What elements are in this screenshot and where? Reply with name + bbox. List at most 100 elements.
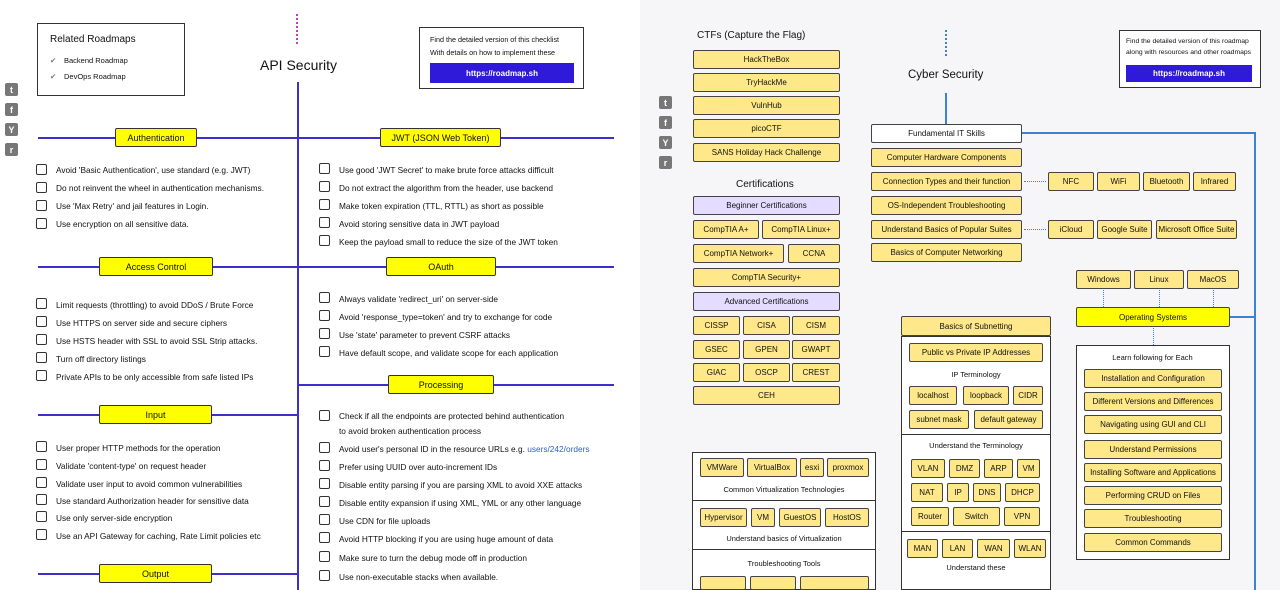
checkbox[interactable] <box>319 410 330 421</box>
checkbox[interactable] <box>36 370 47 381</box>
checkbox[interactable] <box>319 478 330 489</box>
os-learn-item[interactable]: Different Versions and Differences <box>1084 392 1222 411</box>
suite-item[interactable]: iCloud <box>1048 220 1094 239</box>
cert-item[interactable]: CompTIA Security+ <box>693 268 840 287</box>
ctf-item[interactable]: picoCTF <box>693 119 840 138</box>
network-term[interactable]: IP <box>947 483 969 502</box>
cert-item[interactable]: GPEN <box>743 340 790 359</box>
ip-term[interactable]: localhost <box>909 386 957 405</box>
connection-type[interactable]: Bluetooth <box>1143 172 1190 191</box>
os-type[interactable]: MacOS <box>1187 270 1239 289</box>
checkbox[interactable] <box>36 334 47 345</box>
checkbox[interactable] <box>319 532 330 543</box>
checkbox[interactable] <box>319 163 330 174</box>
example-url-link[interactable]: users/242/orders <box>527 444 590 454</box>
authentication-header[interactable]: Authentication <box>115 128 197 147</box>
virt-tech[interactable]: proxmox <box>827 458 869 477</box>
cert-item[interactable]: CEH <box>693 386 840 405</box>
checkbox[interactable] <box>36 511 47 522</box>
reddit-icon[interactable]: r <box>659 156 672 169</box>
network-type[interactable]: WAN <box>977 539 1010 558</box>
tool-item[interactable] <box>800 576 869 590</box>
cert-item[interactable]: GSEC <box>693 340 740 359</box>
it-skill[interactable]: Understand Basics of Popular Suites <box>871 220 1022 239</box>
facebook-icon[interactable]: f <box>659 116 672 129</box>
cert-item[interactable]: OSCP <box>743 363 790 382</box>
os-learn-item[interactable]: Navigating using GUI and CLI <box>1084 415 1222 434</box>
network-term[interactable]: ARP <box>984 459 1013 478</box>
virt-basic[interactable]: VM <box>751 508 775 527</box>
ctf-item[interactable]: VulnHub <box>693 96 840 115</box>
network-term[interactable]: VPN <box>1004 507 1040 526</box>
checkbox[interactable] <box>319 199 330 210</box>
cert-item[interactable]: CompTIA Linux+ <box>762 220 840 239</box>
virt-tech[interactable]: esxi <box>800 458 824 477</box>
access-control-header[interactable]: Access Control <box>99 257 213 276</box>
it-skill[interactable]: Connection Types and their function <box>871 172 1022 191</box>
advanced-certifications[interactable]: Advanced Certifications <box>693 292 840 311</box>
network-term[interactable]: DHCP <box>1005 483 1040 502</box>
beginner-certifications[interactable]: Beginner Certifications <box>693 196 840 215</box>
os-learn-item[interactable]: Troubleshooting <box>1084 509 1222 528</box>
checkbox[interactable] <box>36 529 47 540</box>
ip-term[interactable]: CIDR <box>1013 386 1043 405</box>
ctf-item[interactable]: SANS Holiday Hack Challenge <box>693 143 840 162</box>
network-term[interactable]: Switch <box>953 507 1000 526</box>
checkbox[interactable] <box>319 217 330 228</box>
cert-item[interactable]: CISSP <box>693 316 740 335</box>
checkbox[interactable] <box>319 460 330 471</box>
twitter-icon[interactable]: t <box>659 96 672 109</box>
checkbox[interactable] <box>319 551 330 562</box>
checkbox[interactable] <box>319 442 330 453</box>
cert-item[interactable]: CREST <box>792 363 840 382</box>
connection-type[interactable]: Infrared <box>1193 172 1236 191</box>
roadmap-link-button[interactable]: https://roadmap.sh <box>1126 65 1252 82</box>
checkbox[interactable] <box>319 292 330 303</box>
cert-item[interactable]: CISM <box>792 316 840 335</box>
subnetting-header[interactable]: Basics of Subnetting <box>901 316 1051 336</box>
ip-term[interactable]: subnet mask <box>909 410 969 429</box>
jwt-header[interactable]: JWT (JSON Web Token) <box>380 128 501 147</box>
network-term[interactable]: VLAN <box>911 459 945 478</box>
network-type[interactable]: WLAN <box>1014 539 1046 558</box>
output-header[interactable]: Output <box>99 564 212 583</box>
reddit-icon[interactable]: r <box>5 143 18 156</box>
os-learn-item[interactable]: Common Commands <box>1084 533 1222 552</box>
checkbox[interactable] <box>36 477 47 488</box>
connection-type[interactable]: NFC <box>1048 172 1094 191</box>
cert-item[interactable]: CISA <box>743 316 790 335</box>
virt-tech[interactable]: VMWare <box>700 458 744 477</box>
ctf-item[interactable]: HackTheBox <box>693 50 840 69</box>
virt-basic[interactable]: Hypervisor <box>700 508 747 527</box>
network-term[interactable]: VM <box>1017 459 1040 478</box>
checkbox[interactable] <box>319 346 330 357</box>
network-type[interactable]: LAN <box>942 539 973 558</box>
os-learn-item[interactable]: Installation and Configuration <box>1084 369 1222 388</box>
cert-item[interactable]: CompTIA A+ <box>693 220 759 239</box>
network-type[interactable]: MAN <box>907 539 938 558</box>
input-header[interactable]: Input <box>99 405 212 424</box>
subnet-item[interactable]: Public vs Private IP Addresses <box>909 343 1043 362</box>
checkbox[interactable] <box>36 441 47 452</box>
oauth-header[interactable]: OAuth <box>386 257 496 276</box>
checkbox[interactable] <box>319 570 330 581</box>
os-type[interactable]: Windows <box>1076 270 1131 289</box>
checkbox[interactable] <box>319 514 330 525</box>
ctf-item[interactable]: TryHackMe <box>693 73 840 92</box>
os-type[interactable]: Linux <box>1134 270 1184 289</box>
checkbox[interactable] <box>36 200 47 211</box>
suite-item[interactable]: Microsoft Office Suite <box>1156 220 1237 239</box>
fundamental-it-skills[interactable]: Fundamental IT Skills <box>871 124 1022 143</box>
checkbox[interactable] <box>319 181 330 192</box>
checkbox[interactable] <box>319 310 330 321</box>
virt-tech[interactable]: VirtualBox <box>747 458 797 477</box>
cert-item[interactable]: GWAPT <box>792 340 840 359</box>
checkbox[interactable] <box>36 494 47 505</box>
processing-header[interactable]: Processing <box>388 375 494 394</box>
checkbox[interactable] <box>36 298 47 309</box>
it-skill[interactable]: Computer Hardware Components <box>871 148 1022 167</box>
it-skill[interactable]: Basics of Computer Networking <box>871 243 1022 262</box>
tool-item[interactable] <box>700 576 746 590</box>
os-learn-item[interactable]: Performing CRUD on Files <box>1084 486 1222 505</box>
related-link-devops[interactable]: DevOps Roadmap <box>64 72 126 81</box>
